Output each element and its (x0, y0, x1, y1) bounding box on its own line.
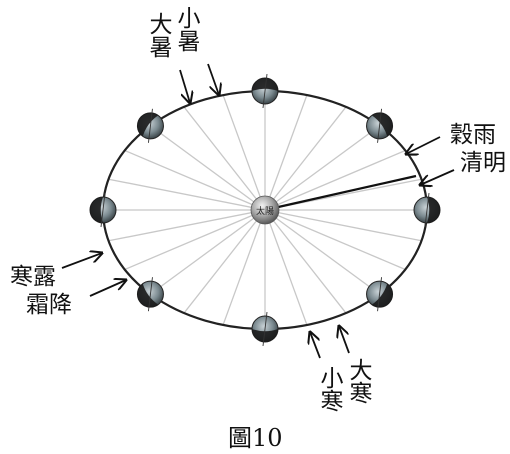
orbit-spoke (183, 209, 266, 314)
earth-icon (89, 192, 117, 228)
sun: 太陽 (250, 195, 280, 225)
orbit-spoke (264, 209, 308, 326)
earth-icon (413, 192, 441, 228)
orbit-spoke (124, 149, 266, 211)
earth-icon (251, 311, 279, 347)
orbit-spoke (150, 125, 266, 211)
label-guyu: 穀雨 (450, 122, 496, 148)
orbit-spoke (108, 209, 266, 242)
orbit-spokes (103, 91, 427, 329)
orbit-spoke (264, 149, 406, 211)
orbit-spoke (124, 209, 266, 271)
earth-icon (251, 73, 279, 109)
orbit-spoke (264, 209, 422, 242)
arrow-dashu (179, 69, 190, 103)
orbit-spoke (108, 178, 266, 211)
orbit-spoke (264, 209, 406, 271)
orbit-spoke (264, 106, 347, 211)
earth-icon (136, 277, 164, 312)
arrow-guyu (406, 136, 441, 154)
arrow-shuangjiang (89, 280, 126, 297)
label-dahan: 大寒 (345, 358, 371, 404)
earth-positions (89, 73, 441, 347)
arrow-hanlu (61, 253, 102, 269)
earth-icon (136, 108, 164, 143)
highlight-radius (264, 174, 417, 212)
sun-label: 太陽 (256, 205, 274, 217)
label-shuangjiang: 霜降 (26, 292, 72, 318)
arrow-dahan (339, 326, 350, 354)
orbit-spoke (222, 209, 266, 326)
label-hanlu: 寒露 (10, 264, 56, 290)
earth-icon (366, 108, 394, 143)
orbit-spoke (264, 125, 380, 211)
orbit-spoke (264, 209, 380, 295)
label-dashu: 大暑 (145, 12, 171, 58)
earth-icon (366, 277, 394, 312)
label-xiaohan: 小寒 (316, 366, 342, 412)
orbit-spoke (264, 209, 347, 314)
label-qingming: 清明 (460, 150, 506, 176)
arrows (61, 63, 455, 359)
arrow-xiaoshu (207, 63, 219, 95)
figure-caption: 圖10 (228, 424, 283, 452)
orbit-spoke (222, 94, 266, 211)
arrow-qingming (420, 169, 455, 185)
arrow-xiaohan (310, 332, 321, 359)
orbit-spoke (150, 209, 266, 295)
orbit-spoke (264, 94, 308, 211)
orbit-spoke (183, 106, 266, 211)
label-xiaoshu: 小暑 (173, 6, 199, 52)
